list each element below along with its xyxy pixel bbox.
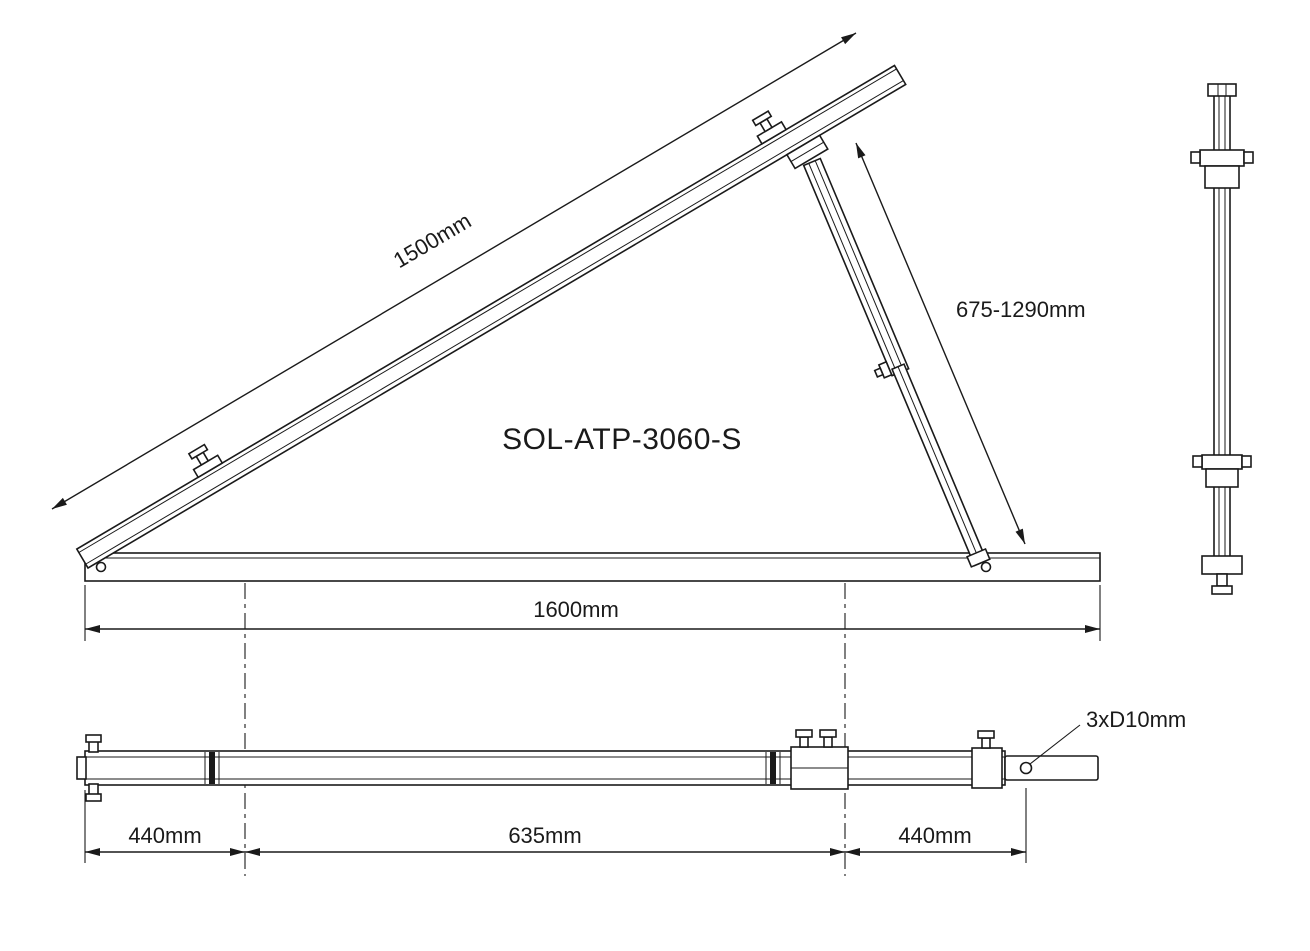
end-foot-bolt bbox=[1216, 573, 1228, 587]
label-left-offset: 440mm bbox=[128, 823, 201, 848]
end-upper-clamp bbox=[1190, 149, 1254, 189]
label-base-length: 1600mm bbox=[533, 597, 619, 622]
joint-hatch-right bbox=[765, 752, 781, 784]
mounting-hole bbox=[1019, 761, 1033, 775]
dim-base-length: 1600mm bbox=[84, 585, 1101, 641]
label-rail-length: 1500mm bbox=[389, 208, 475, 273]
strut-foot bbox=[966, 547, 991, 568]
end-view bbox=[1190, 83, 1254, 595]
base-rail bbox=[84, 552, 1101, 582]
middle-clamp bbox=[790, 729, 849, 790]
top-rail-inner-end bbox=[1004, 755, 1099, 781]
label-right-offset: 440mm bbox=[898, 823, 971, 848]
label-strut-range: 675-1290mm bbox=[956, 297, 1086, 322]
label-mid-span: 635mm bbox=[508, 823, 581, 848]
end-top-cap bbox=[1207, 83, 1237, 97]
left-clamp bbox=[76, 734, 102, 802]
inclined-rail bbox=[75, 64, 907, 570]
top-view-dimensions: 440mm 635mm 440mm bbox=[84, 788, 1027, 863]
end-lower-clamp bbox=[1192, 454, 1252, 488]
label-hole-spec: 3xD10mm bbox=[1086, 707, 1186, 732]
side-view: 1500mm 675-1290mm 1600mm SOL-ATP-3060-S bbox=[51, 32, 1101, 641]
top-rail-outer bbox=[84, 750, 1006, 786]
right-clamp bbox=[971, 730, 1003, 789]
end-foot bbox=[1201, 555, 1243, 595]
hole-leader-line bbox=[1029, 724, 1081, 765]
product-label: SOL-ATP-3060-S bbox=[502, 423, 742, 456]
top-view: 3xD10mm bbox=[76, 707, 1186, 802]
support-strut bbox=[802, 157, 991, 568]
dim-strut-range: 675-1290mm bbox=[855, 142, 1086, 545]
joint-hatch-left bbox=[204, 752, 220, 784]
base-bolt-hole-right bbox=[980, 561, 992, 573]
base-bolt-hole-left bbox=[95, 561, 107, 573]
